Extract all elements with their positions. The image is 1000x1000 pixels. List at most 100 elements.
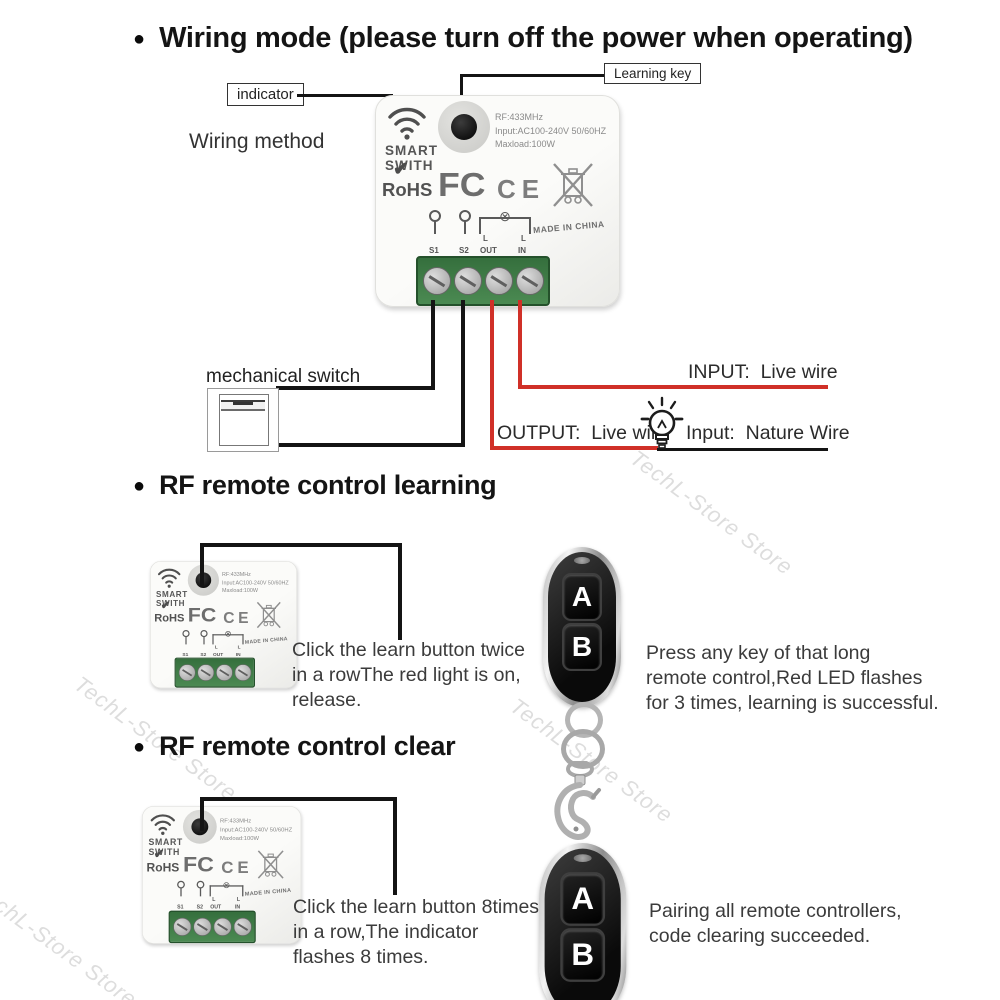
- terminal-screw-s2: [193, 917, 212, 936]
- terminal-label-in: IN: [518, 246, 526, 255]
- clear-pointer-line: [393, 797, 397, 895]
- check-icon: ✔: [393, 159, 409, 180]
- note-line: release.: [292, 689, 362, 711]
- indicator-callout-line: [297, 94, 393, 97]
- terminal-label-s2: S2: [200, 651, 207, 657]
- load-bulb-icon: ⊗: [224, 628, 232, 639]
- line-label-out: L: [212, 896, 216, 903]
- watermark: TechL-Store Store: [0, 877, 142, 1000]
- smart-switch-device-clear: SMART SWITH RF:433MHz Input:AC100-240V 5…: [142, 806, 302, 944]
- terminal-screw-in: [516, 267, 544, 295]
- spec-rf: RF:433MHz: [220, 817, 252, 824]
- terminal-screw-s1: [178, 664, 196, 681]
- brand-line2: SWITH: [385, 158, 434, 173]
- note-line: flashes 8 times.: [293, 946, 429, 968]
- terminal-label-out: OUT: [210, 904, 222, 910]
- note-line: code clearing succeeded.: [649, 925, 871, 947]
- s1-wire: [276, 386, 435, 390]
- terminal-screw-out: [485, 267, 513, 295]
- rf-clear-heading: ● RF remote control clear: [133, 731, 456, 762]
- device-specs: RF:433MHz Input:AC100-240V 50/60HZ Maxlo…: [495, 111, 606, 152]
- terminal-screw-s2: [454, 267, 482, 295]
- remote-led-icon: [573, 854, 592, 863]
- terminal-screw-out: [216, 664, 233, 681]
- learning-key-cap[interactable]: [451, 114, 477, 140]
- smart-switch-body: SMART SWITH RF:433MHz Input:AC100-240V 5…: [375, 95, 620, 307]
- load-bulb-icon: ⊗: [499, 208, 511, 224]
- smart-switch-body: SMART SWITH RF:433MHz Input:AC100-240V 5…: [142, 806, 302, 944]
- rohs-mark: RoHS: [154, 611, 185, 624]
- spec-input: Input:AC100-240V 50/60HZ: [222, 579, 289, 586]
- remote-control-fob: A B: [543, 547, 621, 707]
- terminal-screw-in: [234, 664, 252, 681]
- light-bulb-icon: [640, 396, 684, 449]
- s2-pin-icon: [200, 630, 208, 645]
- terminal-label-s1: S1: [429, 246, 439, 255]
- remote-button-b[interactable]: B: [562, 623, 602, 671]
- s2-pin-icon: [459, 210, 471, 234]
- learning-pointer-line: [200, 545, 204, 587]
- bullet-icon: ●: [133, 27, 146, 50]
- note-line: Press any key of that long: [646, 642, 871, 664]
- smart-switch-body: SMART SWITH RF:433MHz Input:AC100-240V 5…: [150, 561, 297, 689]
- lobster-clasp-icon: [554, 761, 601, 840]
- input-live-label: INPUT: Live wire: [688, 361, 838, 383]
- ce-mark: CE: [497, 174, 546, 204]
- mechanical-switch-band: [221, 400, 265, 411]
- remote-button-a[interactable]: A: [562, 573, 602, 621]
- clear-pointer-line: [200, 797, 397, 801]
- rohs-mark: RoHS: [146, 860, 180, 875]
- fcc-mark: FC: [182, 852, 214, 877]
- weee-bin-icon: [257, 850, 284, 879]
- rohs-mark: RoHS: [382, 179, 433, 200]
- remote-led-icon: [574, 557, 590, 564]
- rf-clear-title: RF remote control clear: [159, 731, 456, 761]
- output-live-wire: [490, 446, 658, 450]
- spec-input: Input:AC100-240V 50/60HZ: [495, 125, 607, 136]
- brand-line1: SMART: [385, 143, 438, 158]
- learning-key-cap[interactable]: [191, 818, 209, 836]
- learning-key-button[interactable]: [182, 809, 217, 844]
- s2-wire: [461, 300, 465, 447]
- learning-key-callout-line: [462, 74, 604, 77]
- line-label-in: L: [237, 644, 241, 650]
- wifi-indicator-icon: [157, 568, 181, 588]
- learning-key-button[interactable]: [438, 101, 490, 153]
- wiring-method-label: Wiring method: [189, 130, 325, 153]
- check-icon: ✔: [153, 847, 165, 862]
- load-bulb-icon: ⊗: [222, 879, 231, 890]
- terminal-screw-in: [233, 917, 252, 936]
- made-in-label: MADE IN CHINA: [532, 218, 605, 236]
- mechanical-switch-dash: [233, 402, 253, 405]
- clear-remote-note: Pairing all remote controllers, code cle…: [649, 899, 902, 949]
- terminal-label-s2: S2: [196, 904, 203, 910]
- weee-bin-icon: [256, 601, 281, 629]
- out-live-wire: [490, 300, 494, 448]
- spec-input: Input:AC100-240V 50/60HZ: [220, 825, 293, 833]
- ce-mark: CE: [223, 608, 253, 627]
- terminal-label-out: OUT: [480, 246, 497, 255]
- keyring-link-icon: [561, 729, 605, 769]
- learning-switch-note: Click the learn button twice in a rowThe…: [292, 638, 525, 713]
- s2-wire: [276, 443, 465, 447]
- terminal-label-out: OUT: [213, 651, 224, 657]
- ce-mark: CE: [221, 857, 253, 877]
- brand-label: SMART SWITH: [149, 837, 183, 857]
- rf-learning-heading: ● RF remote control learning: [133, 470, 497, 501]
- in-live-wire: [518, 300, 522, 388]
- made-in-label: MADE IN CHINA: [244, 635, 288, 646]
- terminal-screw-s2: [197, 664, 215, 681]
- learning-pointer-line: [200, 543, 402, 547]
- clear-pointer-line: [200, 799, 204, 831]
- wifi-indicator-icon: [150, 814, 175, 835]
- device-specs: RF:433MHz Input:AC100-240V 50/60HZ Maxlo…: [222, 571, 289, 595]
- input-nature-label: Input: Nature Wire: [686, 422, 850, 444]
- load-bracket-icon: ⊗: [209, 880, 244, 897]
- smart-switch-device-main: SMART SWITH RF:433MHz Input:AC100-240V 5…: [375, 95, 620, 307]
- remote-button-b[interactable]: B: [560, 928, 606, 982]
- spec-maxload: Maxload:100W: [220, 834, 260, 842]
- remote-button-a[interactable]: A: [560, 872, 606, 926]
- learning-key-callout: Learning key: [604, 63, 702, 84]
- fcc-mark: FC: [187, 603, 217, 626]
